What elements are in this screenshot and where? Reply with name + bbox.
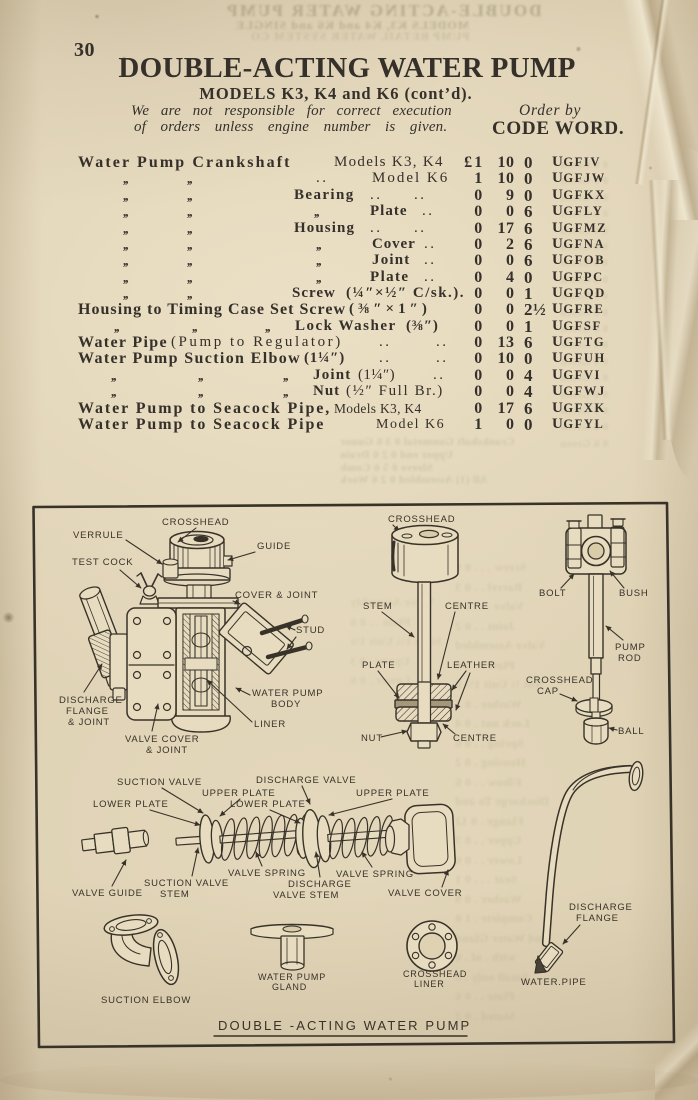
svg-text:VALVE COVER: VALVE COVER [125, 734, 199, 745]
svg-text:DISCHARGE: DISCHARGE [59, 695, 123, 706]
svg-text:DISCHARGE: DISCHARGE [569, 902, 633, 913]
svg-text:CROSSHEAD: CROSSHEAD [526, 675, 593, 686]
svg-text:GUIDE: GUIDE [257, 541, 291, 552]
svg-text:WATER PUMP: WATER PUMP [258, 972, 326, 982]
svg-text:VALVE GUIDE: VALVE GUIDE [72, 888, 143, 899]
svg-text:CROSSHEAD: CROSSHEAD [403, 969, 467, 979]
svg-text:LEATHER: LEATHER [447, 660, 496, 671]
svg-text:VALVE COVER: VALVE COVER [388, 888, 462, 899]
svg-text:& JOINT: & JOINT [146, 745, 188, 756]
svg-text:TEST COCK: TEST COCK [72, 557, 133, 568]
svg-text:LINER: LINER [414, 979, 445, 989]
svg-text:BUSH: BUSH [619, 588, 649, 599]
svg-text:STEM: STEM [160, 889, 190, 900]
svg-text:LOWER PLATE: LOWER PLATE [230, 799, 306, 810]
svg-text:SUCTION ELBOW: SUCTION ELBOW [101, 995, 191, 1006]
svg-text:PUMP: PUMP [615, 642, 646, 653]
svg-text:UPPER PLATE: UPPER PLATE [202, 788, 276, 799]
svg-text:VALVE SPRING: VALVE SPRING [228, 868, 306, 879]
svg-text:CROSSHEAD: CROSSHEAD [388, 514, 455, 525]
svg-text:SUCTION VALVE: SUCTION VALVE [144, 878, 229, 889]
svg-text:FLANGE: FLANGE [576, 913, 619, 924]
svg-text:BALL: BALL [618, 726, 644, 737]
svg-text:CENTRE: CENTRE [453, 733, 497, 744]
svg-text:PLATE: PLATE [362, 660, 395, 671]
svg-text:& JOINT: & JOINT [68, 717, 110, 728]
svg-text:UPPER PLATE: UPPER PLATE [356, 788, 430, 799]
svg-text:CAP: CAP [537, 686, 559, 697]
svg-text:LINER: LINER [254, 719, 286, 730]
svg-text:SUCTION VALVE: SUCTION VALVE [117, 777, 202, 788]
svg-text:NUT: NUT [361, 733, 383, 744]
svg-text:FLANGE: FLANGE [66, 706, 109, 717]
svg-text:CENTRE: CENTRE [445, 601, 489, 612]
svg-text:STUD: STUD [296, 625, 325, 636]
svg-text:VALVE STEM: VALVE STEM [273, 890, 339, 901]
svg-text:COVER & JOINT: COVER & JOINT [235, 590, 318, 601]
svg-text:CROSSHEAD: CROSSHEAD [162, 517, 229, 528]
svg-text:VALVE SPRING: VALVE SPRING [336, 869, 414, 880]
svg-text:STEM: STEM [363, 601, 393, 612]
svg-text:LOWER PLATE: LOWER PLATE [93, 799, 169, 810]
svg-text:WATER PUMP: WATER PUMP [252, 688, 323, 699]
svg-text:VERRULE: VERRULE [73, 530, 123, 541]
svg-text:DOUBLE -ACTING WATER PUMP: DOUBLE -ACTING WATER PUMP [218, 1018, 471, 1033]
svg-text:DISCHARGE VALVE: DISCHARGE VALVE [256, 775, 356, 786]
svg-text:BOLT: BOLT [539, 588, 566, 599]
svg-text:BODY: BODY [271, 699, 301, 710]
svg-text:ROD: ROD [618, 653, 642, 664]
svg-text:WATER.PIPE: WATER.PIPE [521, 977, 587, 988]
svg-text:DISCHARGE: DISCHARGE [288, 879, 352, 890]
svg-text:GLAND: GLAND [272, 982, 307, 992]
